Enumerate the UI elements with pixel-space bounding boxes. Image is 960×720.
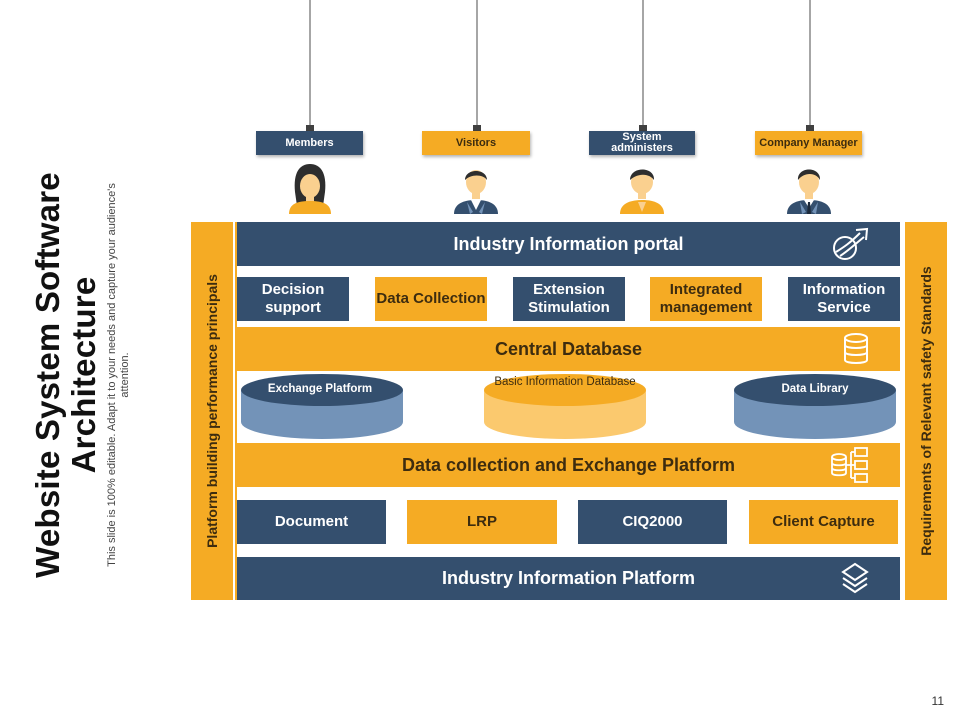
cylinder-label: Data Library [781,383,849,395]
gap [237,266,900,277]
cylinder-data-library [734,374,896,439]
right-side-bar: Requirements of Relevant safety Standard… [905,222,947,600]
exchange-platform-band: Data collection and Exchange Platform [237,443,900,487]
service-decision-support: Decision support [237,277,349,321]
role-tag-system-administers: System administers [589,131,695,155]
portal-label: Industry Information portal [453,233,684,254]
source-label: LRP [467,513,497,530]
role-label: Members [285,136,334,149]
manager-tie-icon [787,169,831,214]
slide-title: Website System Software Architecture [29,172,102,578]
service-integrated-management: Integrated management [650,277,762,321]
source-client-capture: Client Capture [749,500,898,544]
right-side-label: Requirements of Relevant safety Standard… [918,266,934,556]
role-tag-company-manager: Company Manager [755,131,862,155]
slide-subtitle: This slide is 100% editable. Adapt it to… [106,183,131,567]
hanging-wire [809,0,811,126]
service-label: Decision support [261,281,325,316]
source-label: Document [274,513,349,530]
database-network-icon [831,447,868,483]
source-ciq2000: CIQ2000 [578,500,727,544]
role-tag-visitors: Visitors [422,131,530,155]
central-database-label: Central Database [494,338,643,359]
exchange-platform-label: Data collection and Exchange Platform [401,454,736,475]
source-label: CIQ2000 [622,513,683,530]
gap [237,321,900,327]
service-label: Extension Stimulation [528,281,610,316]
source-label: Client Capture [772,513,875,530]
service-label: Data Collection [376,290,486,307]
page-number: 11 [931,694,944,708]
admin-man-icon [620,169,664,214]
clip-icon [306,125,314,131]
role-label: Company Manager [759,136,858,149]
role-label: System administers [611,131,673,154]
source-lrp: LRP [407,500,557,544]
woman-icon [289,164,331,214]
clip-icon [639,125,647,131]
hanging-wire [476,0,478,126]
clip-icon [473,125,481,131]
title-block: Website System Software Architecture Thi… [29,70,132,670]
source-document: Document [237,500,386,544]
role-tag-members: Members [256,131,363,155]
cylinder-label: Basic Information Database [494,376,636,388]
globe-arrow-icon [833,227,869,260]
service-label: Integrated management [659,281,753,316]
clip-icon [806,125,814,131]
service-label: Information Service [802,281,886,316]
portal-band: Industry Information portal [237,222,900,266]
layers-icon [841,562,869,593]
cylinder-basic-information-database [484,374,646,439]
businessman-icon [454,170,498,214]
role-label: Visitors [455,136,497,149]
service-extension-stimulation: Extension Stimulation [513,277,625,321]
platform-band: Industry Information Platform [237,557,900,600]
left-side-bar: Platform building performance principals [191,222,233,600]
hanging-wire [642,0,644,126]
hanging-wire [309,0,311,126]
platform-label: Industry Information Platform [441,568,695,588]
central-database-band: Central Database [237,327,900,371]
service-information-service: Information Service [788,277,900,321]
cylinder-label: Exchange Platform [267,383,373,395]
service-data-collection: Data Collection [375,277,487,321]
database-icon [844,333,868,364]
cylinder-exchange-platform [241,374,403,439]
left-side-label: Platform building performance principals [204,274,220,548]
